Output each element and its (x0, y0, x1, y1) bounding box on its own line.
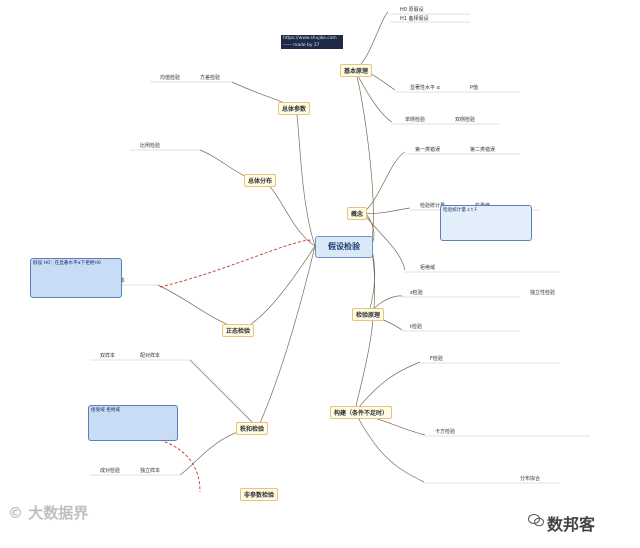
url-line2: —— made by 37 (283, 43, 320, 48)
branch-b8[interactable]: 非参数检验 (240, 488, 279, 501)
leaf-r13: t检验 (410, 324, 422, 330)
leaf-l7: 成对检验 (100, 468, 121, 474)
branch-b7[interactable]: 秩和检验 (236, 422, 269, 435)
leaf-r12: z检验 (410, 290, 423, 296)
callout-1: 假设 H0：在显著水平α下拒绝H0 (30, 258, 122, 298)
leaf-l1: 均值检验 (160, 75, 181, 81)
callout-1-text: 假设 H0：在显著水平α下拒绝H0 (33, 261, 101, 266)
callout-3-text: 检验统计量 z t F (443, 208, 478, 213)
central-topic[interactable]: 假设检验 (315, 236, 373, 258)
leaf-r7: 第一类错误 (415, 147, 441, 153)
branch-b2[interactable]: 概念 (347, 207, 368, 220)
url-line1: https://www.shujike.com (283, 36, 337, 41)
branch-b3[interactable]: 检验原理 (352, 308, 385, 321)
leaf-r9: 检验统计量 (420, 203, 446, 209)
leaf-l2: 方差检验 (200, 75, 221, 81)
leaf-r14: F检验 (430, 356, 443, 362)
callout-3: 检验统计量 z t F (440, 205, 532, 241)
branch-b6[interactable]: 正态检验 (222, 324, 255, 337)
leaf-r4: P值 (470, 85, 479, 91)
leaf-r3: 显著性水平 α (410, 85, 440, 91)
leaf-r5: 单侧检验 (405, 117, 426, 123)
leaf-l8: 独立样本 (140, 468, 161, 474)
branch-b1[interactable]: 基本原理 (340, 64, 373, 77)
leaf-l10: 独立性检验 (530, 290, 556, 296)
branch-b9[interactable]: 构建（条件不足时） (330, 406, 393, 419)
leaf-lines (90, 13, 590, 484)
url-box: https://www.shujike.com —— made by 37 (281, 35, 343, 49)
leaf-r2: H1 备择假设 (400, 16, 429, 22)
leaf-l3: 比例检验 (140, 143, 161, 149)
wechat-icon (528, 514, 544, 527)
callout-2: 接受域 拒绝域 (88, 405, 178, 441)
leaf-l6: 配对样本 (140, 353, 161, 359)
leaf-r15: 卡方检验 (435, 429, 456, 435)
leaf-r8: 第二类错误 (470, 147, 496, 153)
branch-b4[interactable]: 总体参数 (278, 102, 311, 115)
callout-2-text: 接受域 拒绝域 (91, 408, 121, 413)
leaf-l5: 双样本 (100, 353, 116, 359)
leaf-r1: H0 原假设 (400, 7, 424, 13)
watermark-left: © 大数据界 (8, 504, 89, 522)
dashed-relation (159, 239, 313, 288)
leaf-r6: 双侧检验 (455, 117, 476, 123)
watermark-right: 数邦客 (547, 515, 596, 534)
leaf-r11: 拒绝域 (420, 265, 436, 271)
dashed-relation-2 (159, 439, 201, 493)
leaf-l9: 分布拟合 (520, 476, 541, 482)
branch-b5[interactable]: 总体分布 (244, 174, 277, 187)
